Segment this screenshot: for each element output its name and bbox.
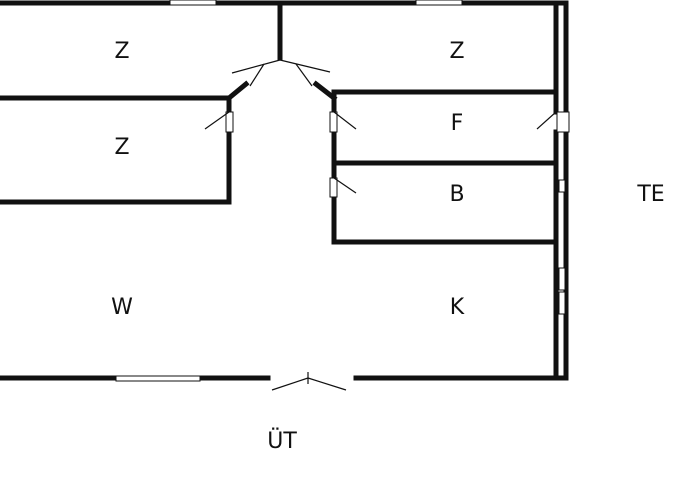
window-south [115,375,201,382]
window-north-1 [169,0,217,6]
door-jamb-f [329,111,338,133]
door-frame-right [295,63,313,87]
door-swing-bedroom-2 [279,59,331,73]
room-label-z-3: Z [114,135,129,160]
door-swing-terrace [536,111,557,130]
window-east-k-2 [558,291,566,315]
hall-angle-left [225,80,250,102]
room-label-z-1: Z [114,39,129,64]
door-swings [204,59,557,391]
door-jamb-b [329,177,338,198]
area-label-te: TE [636,182,664,207]
door-swing-b [333,177,357,194]
window-north-2 [415,0,463,6]
windows [115,0,570,382]
room-label-w: W [111,295,133,320]
door-swing-bedroom-1 [231,59,281,74]
door-swing-entry-1 [271,377,309,391]
room-label-k: K [450,295,465,320]
window-east-b [558,179,566,193]
room-labels: Z Z Z F B W K TE ÜT [111,39,665,454]
door-swing-bedroom-3 [204,111,230,130]
door-frame-left [249,63,265,87]
door-jamb-bedroom [225,111,234,133]
door-jamb-east [556,111,570,133]
window-east-k-1 [558,267,566,291]
hall-angle-right [312,80,338,102]
door-swing-f [333,111,357,130]
room-label-f: F [451,111,464,136]
exterior-walls [0,0,569,381]
room-label-b: B [449,182,464,207]
area-label-ut: ÜT [267,428,297,454]
room-label-z-2: Z [449,39,464,64]
door-swing-entry-2 [307,377,347,391]
interior-walls [0,0,559,381]
